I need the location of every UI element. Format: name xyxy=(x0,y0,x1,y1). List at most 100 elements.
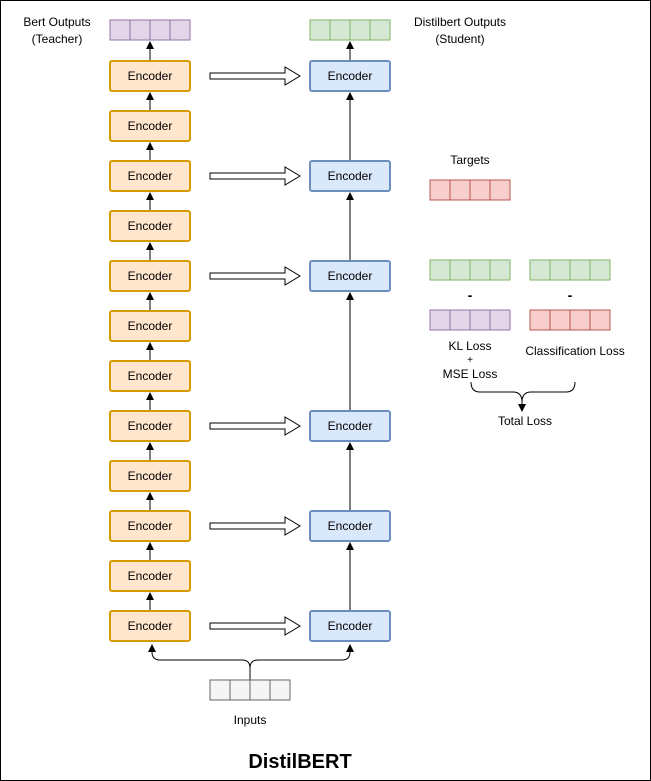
kl-teacher-vector-cell xyxy=(429,309,451,331)
teacher-output-vector-cell xyxy=(149,19,171,41)
kl-teacher-vector-cell xyxy=(449,309,471,331)
teacher-encoder: Encoder xyxy=(109,360,191,392)
teacher-encoder: Encoder xyxy=(109,110,191,142)
inputs-vector-cell xyxy=(209,679,231,701)
teacher-encoder-label: Encoder xyxy=(128,519,173,533)
targets-label: Targets xyxy=(450,153,489,167)
targets-vector-cell xyxy=(469,179,491,201)
student-encoder-box xyxy=(309,60,391,92)
connector-lines xyxy=(146,41,354,680)
student-encoder-label: Encoder xyxy=(328,269,373,283)
targets-vector-cell xyxy=(429,179,451,201)
teacher-encoder-box xyxy=(109,560,191,592)
inputs-vector-cell xyxy=(229,679,251,701)
input-to-student-arrow xyxy=(249,644,354,669)
distillation-arrow xyxy=(209,516,301,536)
teacher-encoder-box xyxy=(109,210,191,242)
diagram-title: DistilBERT xyxy=(248,751,351,773)
teacher-encoder-box xyxy=(109,160,191,192)
teacher-encoder-label: Encoder xyxy=(128,269,173,283)
teacher-encoder-box xyxy=(109,410,191,442)
student-output-vector-cell xyxy=(309,19,331,41)
student-encoder: Encoder xyxy=(309,410,391,442)
kl-student-vector-cell xyxy=(449,259,471,281)
inputs-vector xyxy=(209,679,291,701)
teacher-output-vector xyxy=(109,19,191,41)
teacher-encoder: Encoder xyxy=(109,510,191,542)
inputs-vector-cell xyxy=(269,679,291,701)
student-encoder-label: Encoder xyxy=(328,519,373,533)
classification-target-vector xyxy=(529,309,611,331)
classification-student-vector xyxy=(529,259,611,281)
classification-student-vector-cell xyxy=(569,259,591,281)
student-output-label-line2: (Student) xyxy=(435,32,484,46)
teacher-output-vector-cell xyxy=(129,19,151,41)
classification-student-vector-cell xyxy=(549,259,571,281)
classification-target-vector-cell xyxy=(529,309,551,331)
student-encoder: Encoder xyxy=(309,260,391,292)
student-output-vector-cell xyxy=(329,19,351,41)
inputs-label: Inputs xyxy=(234,713,267,727)
teacher-encoder: Encoder xyxy=(109,560,191,592)
kl-loss-label: KL Loss xyxy=(449,339,492,353)
distillation-arrow xyxy=(209,66,301,86)
teacher-encoder-label: Encoder xyxy=(128,469,173,483)
student-encoder-label: Encoder xyxy=(328,619,373,633)
teacher-encoder-label: Encoder xyxy=(128,619,173,633)
teacher-encoder-box xyxy=(109,110,191,142)
kl-student-vector xyxy=(429,259,511,281)
teacher-encoder-box xyxy=(109,360,191,392)
kl-plus-label: + xyxy=(467,355,473,366)
teacher-output-vector-cell xyxy=(169,19,191,41)
student-encoder-label: Encoder xyxy=(328,169,373,183)
kl-teacher-vector-cell xyxy=(489,309,511,331)
teacher-encoder-box xyxy=(109,310,191,342)
teacher-encoder-box xyxy=(109,60,191,92)
kl-student-vector-cell xyxy=(489,259,511,281)
total-loss-label: Total Loss xyxy=(498,414,552,428)
teacher-encoder-box xyxy=(109,610,191,642)
teacher-encoder: Encoder xyxy=(109,410,191,442)
student-output-vector xyxy=(309,19,391,41)
kl-student-vector-cell xyxy=(429,259,451,281)
student-encoder: Encoder xyxy=(309,160,391,192)
teacher-encoder-label: Encoder xyxy=(128,219,173,233)
kl-teacher-vector xyxy=(429,309,511,331)
teacher-encoder-label: Encoder xyxy=(128,319,173,333)
student-output-vector-cell xyxy=(349,19,371,41)
classification-student-vector-cell xyxy=(529,259,551,281)
teacher-encoder-label: Encoder xyxy=(128,569,173,583)
student-encoder-box xyxy=(309,610,391,642)
classification-target-vector-cell xyxy=(589,309,611,331)
input-to-teacher-arrow xyxy=(148,644,251,680)
teacher-encoder: Encoder xyxy=(109,460,191,492)
student-encoder-box xyxy=(309,160,391,192)
classification-target-vector-cell xyxy=(569,309,591,331)
student-output-vector-cell xyxy=(369,19,391,41)
inputs-vector-cell xyxy=(249,679,271,701)
student-encoder: Encoder xyxy=(309,510,391,542)
teacher-encoder: Encoder xyxy=(109,310,191,342)
teacher-encoder: Encoder xyxy=(109,160,191,192)
targets-vector-cell xyxy=(489,179,511,201)
teacher-encoder-box xyxy=(109,260,191,292)
teacher-encoder-label: Encoder xyxy=(128,419,173,433)
classification-student-vector-cell xyxy=(589,259,611,281)
teacher-encoder-box xyxy=(109,510,191,542)
vector-cells xyxy=(109,19,611,701)
teacher-encoder-label: Encoder xyxy=(128,119,173,133)
student-encoder-label: Encoder xyxy=(328,69,373,83)
encoder-stacks: EncoderEncoderEncoderEncoderEncoderEncod… xyxy=(109,60,391,642)
student-encoder-box xyxy=(309,410,391,442)
classification-target-vector-cell xyxy=(549,309,571,331)
distillation-arrow xyxy=(209,166,301,186)
teacher-output-label-line2: (Teacher) xyxy=(32,32,83,46)
classification-minus-sign: - xyxy=(568,287,573,303)
teacher-encoder-label: Encoder xyxy=(128,169,173,183)
kl-minus-sign: - xyxy=(468,287,473,303)
teacher-encoder: Encoder xyxy=(109,60,191,92)
kl-student-vector-cell xyxy=(469,259,491,281)
student-encoder: Encoder xyxy=(309,60,391,92)
